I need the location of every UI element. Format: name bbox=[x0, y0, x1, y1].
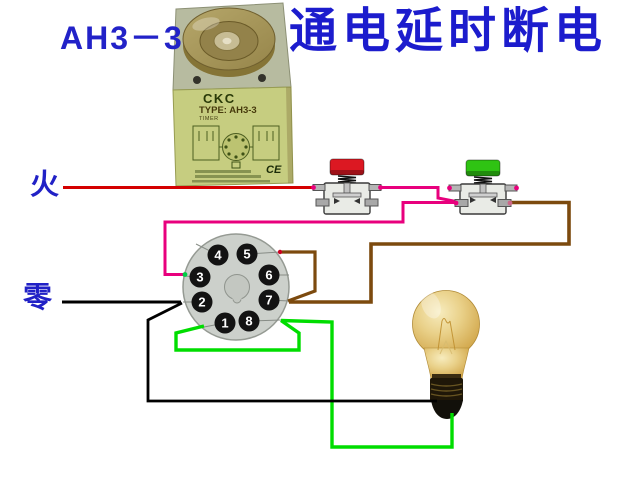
relay-side-shadow bbox=[286, 87, 293, 184]
neutral-wire-label: 零 bbox=[23, 282, 53, 314]
start-button-cap-shade bbox=[466, 171, 500, 176]
stop-to-start-wire bbox=[368, 186, 462, 204]
start-contact-arrow-right bbox=[490, 197, 496, 203]
pin-8-label: 8 bbox=[245, 314, 252, 329]
pin2-to-lamp-wire bbox=[146, 301, 437, 403]
pin-6-label: 6 bbox=[265, 268, 272, 283]
light-bulb bbox=[412, 290, 480, 419]
start-button-cap bbox=[465, 159, 501, 177]
start-contact-arrow-left bbox=[470, 197, 476, 203]
stop-terminal-lower-right bbox=[364, 198, 379, 207]
start-terminal-upper-right-tip bbox=[514, 185, 519, 191]
stop-terminal-right-tip bbox=[378, 185, 383, 190]
pin8-to-lamp-wire bbox=[280, 318, 454, 449]
pin1-pin8-jumper-wire bbox=[174, 319, 301, 352]
relay-schematic-pins bbox=[224, 135, 248, 169]
relay-screw-right bbox=[258, 74, 266, 82]
relay-ce-mark: CE bbox=[266, 164, 282, 176]
socket-pins: 1 2 3 4 5 6 7 8 bbox=[189, 243, 280, 334]
pin5-pin7-jumper-wire bbox=[280, 250, 317, 303]
pin-2-label: 2 bbox=[198, 295, 205, 310]
relay-model-heading: AH3－3 bbox=[60, 20, 184, 56]
relay-type-text: TYPE: AH3-3 bbox=[199, 105, 257, 116]
relay-timer-text: TIMER bbox=[199, 116, 219, 122]
relay-dial-highlight bbox=[192, 17, 220, 31]
start-to-pin3-wire bbox=[163, 201, 459, 276]
relay-brand-text: CKC bbox=[203, 91, 236, 106]
wires bbox=[62, 186, 571, 449]
stop-button-cap-shade bbox=[330, 170, 364, 175]
timer-relay-photo: CKC TYPE: AH3-3 TIMER CE bbox=[172, 2, 294, 187]
stop-button-cap bbox=[329, 158, 365, 176]
pin-5-label: 5 bbox=[243, 247, 250, 262]
start-terminal-lower-left-tip bbox=[453, 200, 459, 206]
pin-7-label: 7 bbox=[265, 293, 272, 308]
start-button-spring bbox=[473, 176, 493, 185]
start-button bbox=[447, 159, 519, 215]
bulb-contact-tip bbox=[431, 400, 463, 419]
start-to-pin7-wire bbox=[289, 200, 571, 304]
socket-keyway-join bbox=[232, 294, 242, 300]
bulb-threads bbox=[430, 383, 463, 397]
diagram-title: 通电延时断电 bbox=[289, 5, 608, 58]
bulb-filament bbox=[437, 318, 456, 355]
start-button-bridge bbox=[468, 192, 498, 198]
start-terminal-upper-left-tip bbox=[447, 185, 452, 191]
stop-terminal-lower-left bbox=[315, 198, 330, 207]
stop-button-spring bbox=[337, 175, 357, 184]
pin-3-label: 3 bbox=[196, 270, 203, 285]
live-wire-label: 火 bbox=[30, 169, 60, 201]
bulb-highlight bbox=[421, 291, 441, 319]
start-button-plunger bbox=[479, 183, 487, 195]
start-terminal-lower-right-tip bbox=[507, 200, 513, 206]
stop-button-plunger bbox=[343, 182, 351, 194]
stop-terminal-left-tip bbox=[311, 185, 316, 190]
stop-contact-arrow-right bbox=[354, 198, 360, 204]
pin5-terminal-dot bbox=[277, 249, 283, 255]
stop-button bbox=[311, 158, 383, 215]
bulb-collar bbox=[432, 374, 461, 379]
relay-socket: 1 2 3 4 5 6 7 8 bbox=[182, 233, 290, 341]
stop-button-bridge bbox=[332, 192, 362, 198]
stop-contact-arrow-left bbox=[334, 198, 340, 204]
pin3-terminal-dot bbox=[182, 272, 188, 277]
relay-screw-left bbox=[193, 76, 201, 84]
relay-fine-print bbox=[192, 170, 270, 183]
pin-4-label: 4 bbox=[214, 248, 222, 263]
pin-1-label: 1 bbox=[221, 316, 228, 331]
relay-dial-center bbox=[222, 37, 232, 45]
